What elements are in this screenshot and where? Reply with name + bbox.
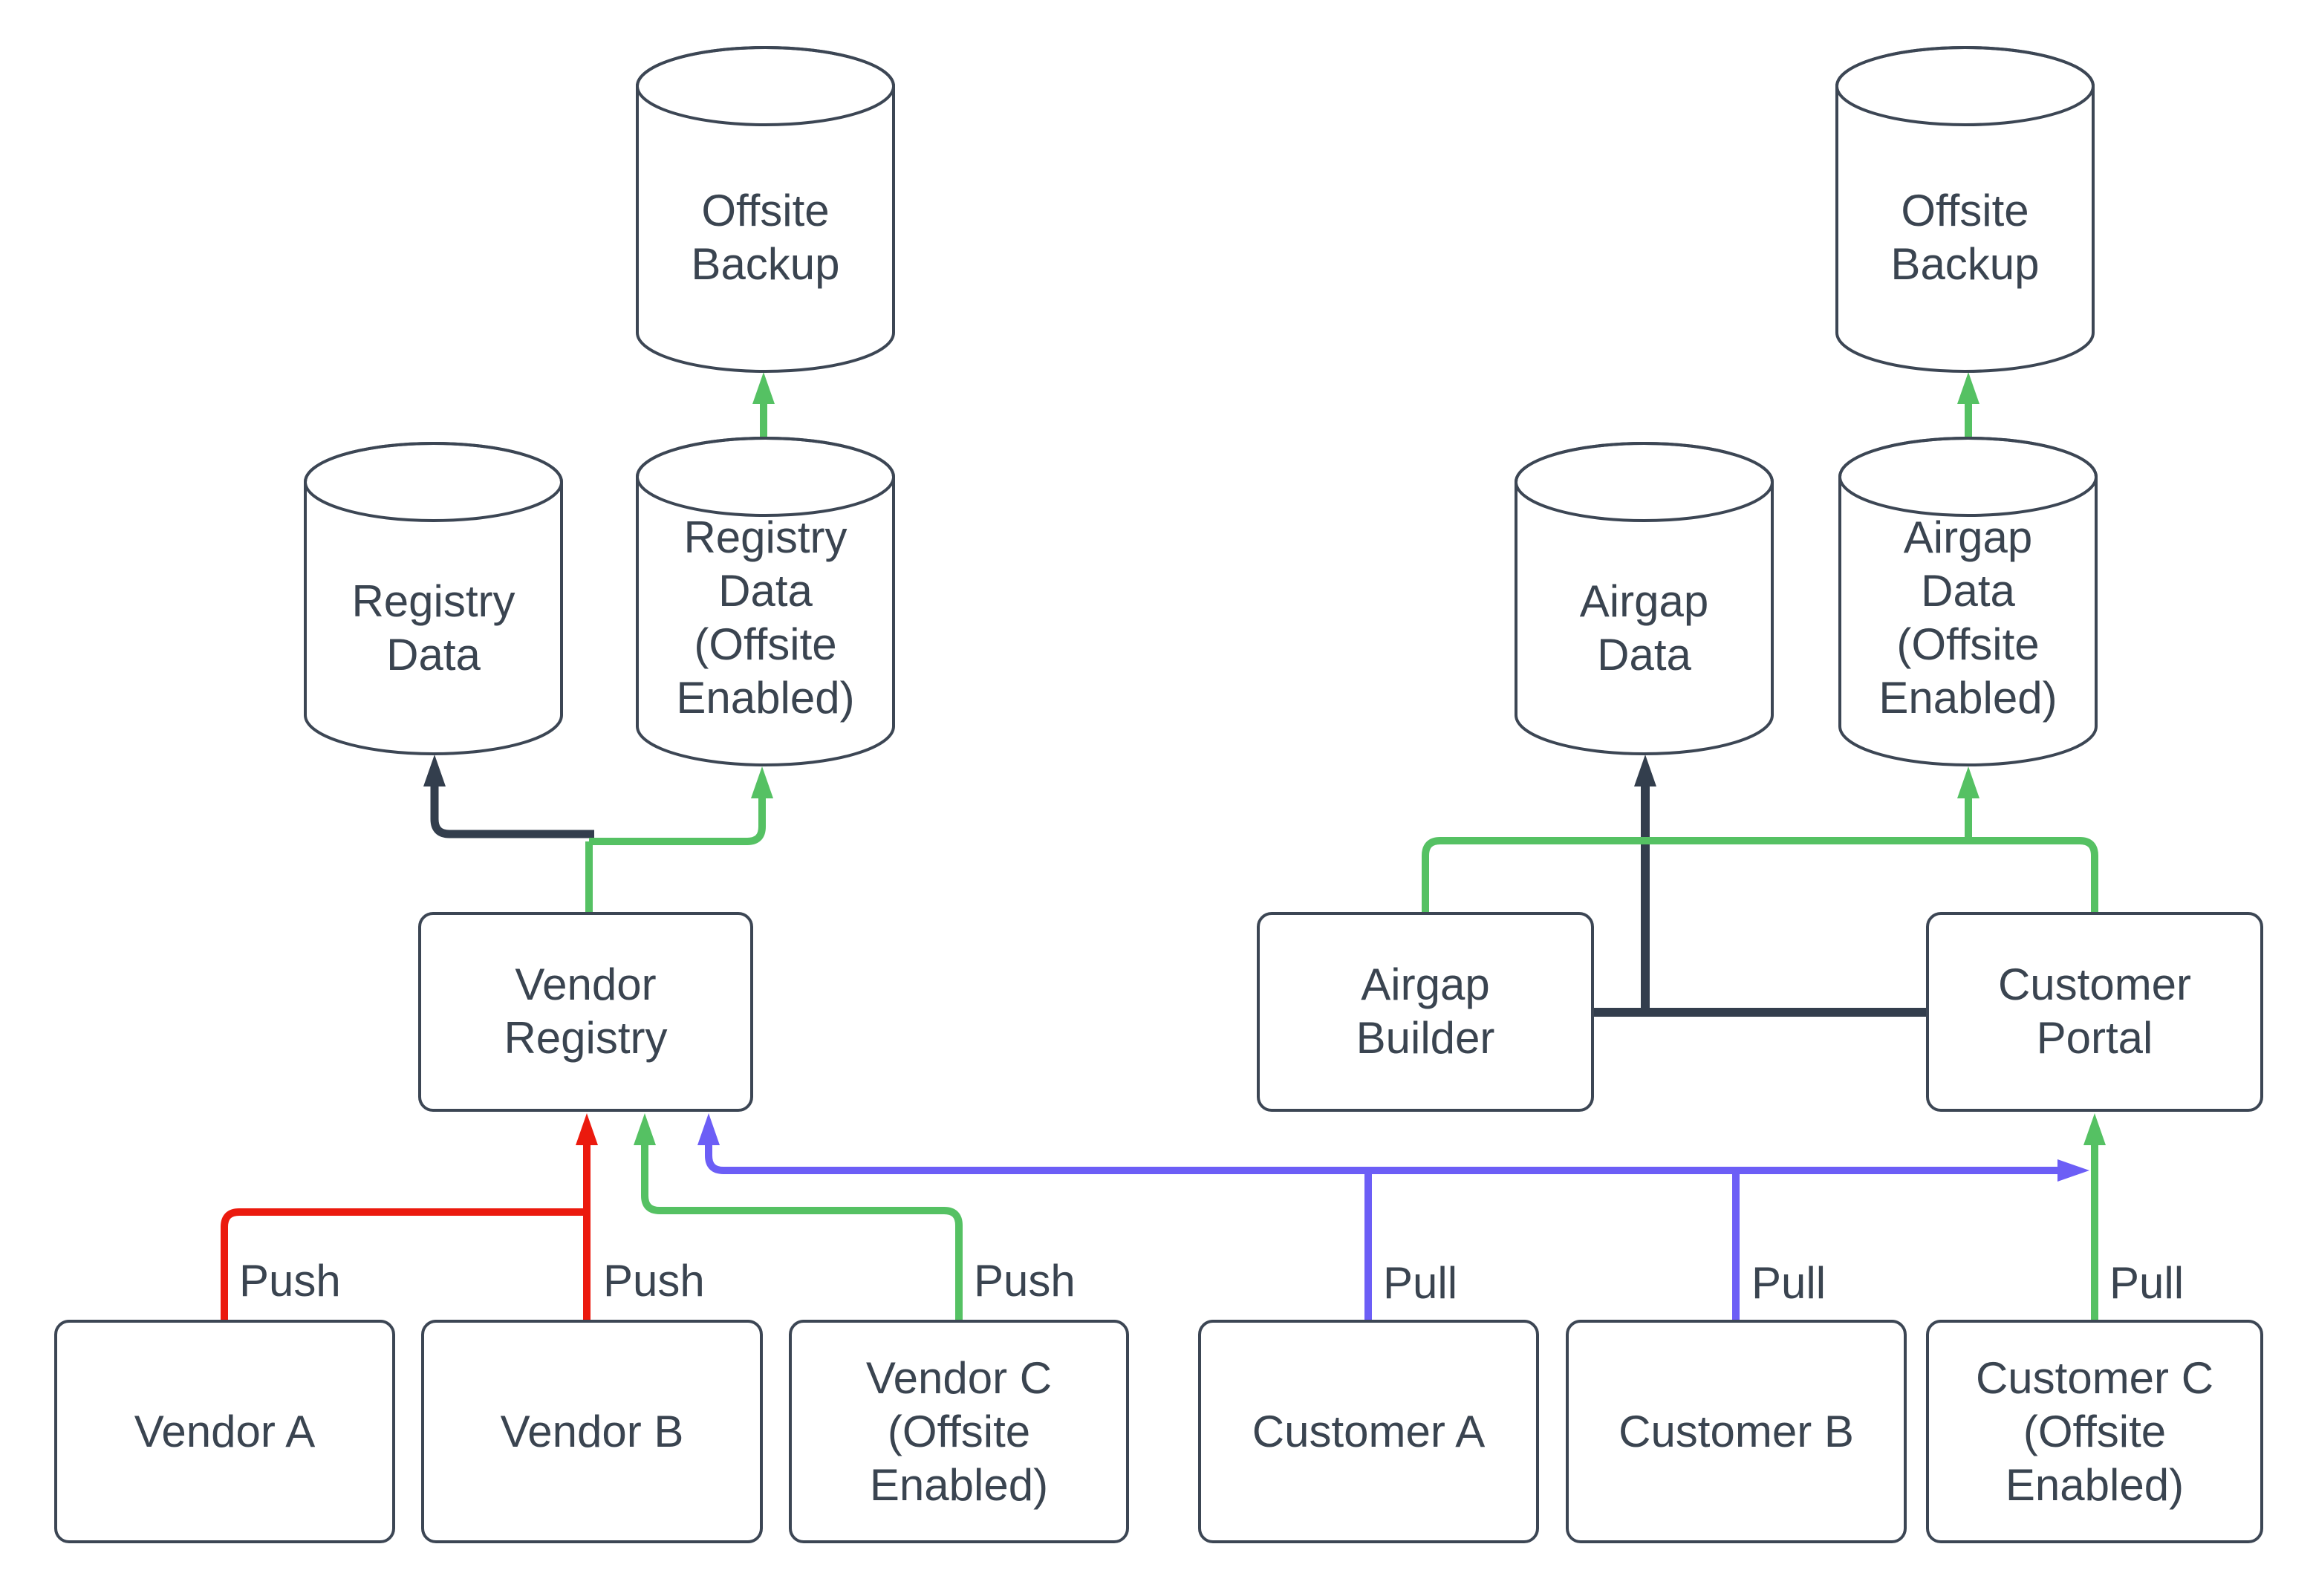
node-label-line: Backup (691, 239, 839, 289)
node-label-line: Enabled) (1878, 673, 2057, 723)
node-label-line: Backup (1890, 239, 2039, 289)
node-label-line: Airgap (1580, 576, 1708, 626)
customer-a: Customer A (1198, 1320, 1539, 1543)
node-label-line: Data (386, 630, 481, 680)
node-label-line: (Offsite (1896, 619, 2039, 669)
node-label-line: Enabled) (676, 673, 854, 723)
airgap-builder-rect (1257, 912, 1594, 1112)
offsite-backup-right-cylinder-top (1835, 46, 2095, 126)
node-label-line: Enabled) (2005, 1460, 2184, 1510)
vendor-b: Vendor B (421, 1320, 763, 1543)
node-label-line: Vendor A (134, 1407, 316, 1456)
pull-customer-a-label: Pull (1383, 1258, 1457, 1308)
node-label-line: Enabled) (870, 1460, 1048, 1510)
customer-c-pull-arrowhead (2083, 1113, 2106, 1145)
vendor-c-rect (789, 1320, 1129, 1543)
push-vendor-c-label: Push (974, 1256, 1076, 1306)
registry-data-cylinder-top (304, 442, 563, 522)
customer-b: Customer B (1566, 1320, 1907, 1543)
pull-customer-c-label: Pull (2109, 1258, 2184, 1308)
node-label-line: Registry (351, 576, 515, 626)
vendor-a-push-edge (221, 1208, 584, 1321)
node-label-line: (Offsite (694, 619, 836, 669)
customer-a-rect (1198, 1320, 1539, 1543)
node-label-line: Builder (1356, 1013, 1495, 1063)
airgap-data-cylinder-top (1515, 442, 1774, 522)
pull-bus-arrowhead (697, 1113, 720, 1145)
push-vendor-a-label: Push (239, 1256, 341, 1306)
node-label-line: Vendor C (866, 1353, 1052, 1403)
vendor-c-push-edge (634, 1113, 963, 1321)
node-label-line: Customer A (1252, 1407, 1485, 1456)
node-label-line: Vendor (515, 960, 656, 1009)
node-label-line: Offsite (1901, 186, 2029, 235)
vendor-c-push-arrowhead (634, 1113, 656, 1145)
node-label-line: Airgap (1361, 960, 1489, 1009)
airgap-offsite-to-backup-arrowhead (1957, 372, 1979, 404)
node-label-line: (Offsite (2023, 1407, 2166, 1456)
node-label-line: Airgap (1904, 512, 2032, 562)
airgap-data-offsite-cylinder-top (1838, 437, 2098, 517)
node-label-line: Registry (504, 1013, 667, 1063)
tree-to-airgap-offsite-arrowhead (1957, 766, 1979, 798)
vendor-c-push-line (641, 1141, 963, 1321)
customer-portal-rect (1926, 912, 2263, 1112)
node-label-line: Vendor B (501, 1407, 684, 1456)
pull-bus-line (705, 1141, 2068, 1174)
registry-offsite-to-backup-arrowhead (752, 372, 775, 404)
node-label-line: Data (1597, 630, 1691, 680)
pull-bus-edge (697, 1113, 2089, 1182)
node-label-line: Registry (683, 512, 847, 562)
registry-to-data-arrowhead (423, 755, 446, 786)
registry-data-offsite-cylinder-top (636, 437, 895, 517)
registry-to-data-edge (423, 755, 594, 838)
vendor-a: Vendor A (54, 1320, 395, 1543)
pull-customer-b-label: Pull (1751, 1258, 1826, 1308)
node-label-line: Portal (2037, 1013, 2153, 1063)
customer-c-rect (1926, 1320, 2263, 1543)
registry-to-offsite-data-edge (589, 766, 773, 845)
registry-to-offsite-data-arrowhead (751, 766, 773, 798)
customer-b-rect (1566, 1320, 1907, 1543)
node-label-line: Data (1921, 566, 2015, 616)
tree-to-airgap-offsite-edge (1957, 766, 1979, 841)
vendor-a-push-line (221, 1208, 584, 1321)
node-label-line: Customer B (1619, 1407, 1854, 1456)
customer-c-pull-edge (2083, 1113, 2106, 1321)
vendor-b-rect (421, 1320, 763, 1543)
registry-to-data-line (430, 786, 594, 838)
pull-bus-arrowhead (2057, 1159, 2089, 1182)
registry-offsite-to-backup-edge (752, 372, 775, 437)
vendor-b-push-arrowhead (576, 1113, 598, 1145)
push-vendor-b-label: Push (603, 1256, 705, 1306)
node-label-line: Customer (1998, 960, 2191, 1009)
airgap-offsite-to-backup-edge (1957, 372, 1979, 437)
node-label-line: (Offsite (888, 1407, 1030, 1456)
link-to-airgap-data-edge (1634, 755, 1656, 1012)
vendor-registry-rect (418, 912, 753, 1112)
vendor-b-push-edge (576, 1113, 598, 1321)
builder-portal-green-tree-line (1422, 837, 2098, 913)
offsite-backup-left-cylinder-top (636, 46, 895, 126)
node-label-line: Customer C (1976, 1353, 2213, 1403)
vendor-a-rect (54, 1320, 395, 1543)
builder-portal-green-tree-edge (1422, 837, 2098, 913)
registry-to-offsite-data-line (589, 795, 766, 845)
link-to-airgap-data-arrowhead (1634, 755, 1656, 786)
node-label-line: Offsite (701, 186, 829, 235)
node-label-line: Data (718, 566, 813, 616)
